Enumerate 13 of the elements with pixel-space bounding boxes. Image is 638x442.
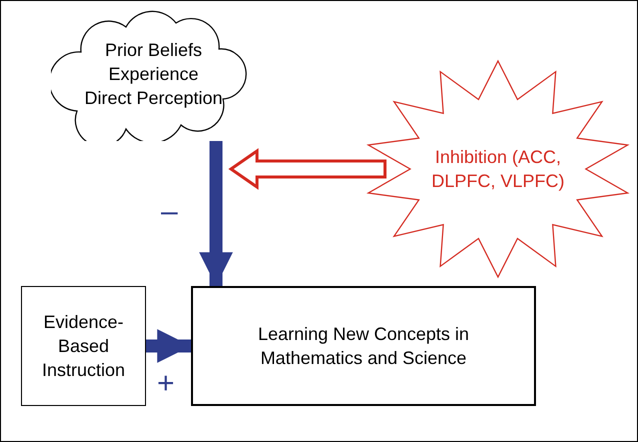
node-text: Prior Beliefs — [104, 39, 202, 62]
edge-label: + — [157, 369, 175, 399]
node-text: Direct Perception — [84, 87, 223, 110]
arrow — [199, 141, 233, 286]
process-box — [21, 286, 146, 406]
arrow — [146, 329, 191, 363]
node-text: Experience — [108, 63, 199, 86]
arrow — [228, 148, 386, 190]
node-text: Inhibition (ACC, DLPFC, VLPFC) — [430, 146, 566, 193]
node-text: Learning New Concepts in Mathematics and Science — [256, 323, 470, 370]
node-text: Evidence-Based Instruction — [40, 311, 126, 382]
edge-label: – — [161, 197, 178, 227]
process-box — [191, 286, 536, 406]
